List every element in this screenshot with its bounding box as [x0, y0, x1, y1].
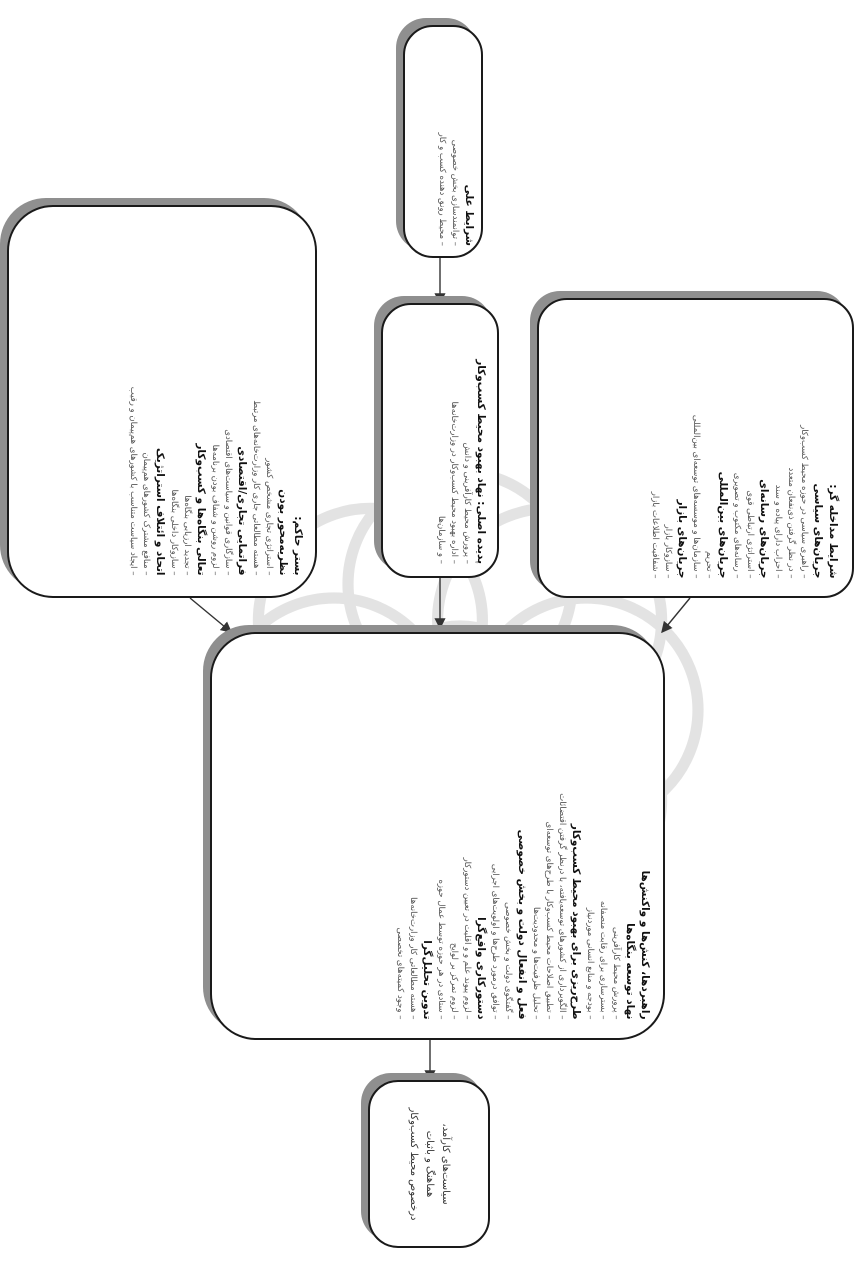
intervening-item: احزاب دارای پیاده و سند: [771, 318, 784, 579]
central-phenomenon-box: پدیده اصلی: نهاد بهبود محیط کسب‌وکار پرو…: [381, 303, 499, 578]
arrow-intervening-to-strategies: [661, 597, 691, 634]
intervening-group-title: جریان‌های بازار: [675, 499, 688, 579]
causal-conditions-box: شرایط علی توانمندسازی بخش خصوصی محیط رون…: [403, 25, 483, 258]
strategies-item: ستادی در هر حوزه توسط عمال حوزه: [434, 653, 447, 1020]
context-heading: بستر حاکم:: [292, 515, 304, 575]
intervening-group-title: جریان‌های سیاسی: [811, 483, 824, 579]
strategies-item: گفتگوی دولت و بخش خصوصی: [501, 653, 514, 1020]
causal-item: توانمندسازی بخش خصوصی: [448, 38, 461, 246]
context-item: منافع مشترک کشورهای هم‌پیمان: [139, 228, 152, 575]
consequences-line: سیاست‌های کارآمد،: [440, 1123, 451, 1205]
strategies-group-title: دستورکاری واقع‌گرا: [474, 917, 487, 1020]
context-item: استراتژی تجاری مشخص کشور: [262, 228, 275, 575]
context-item: تجدید ارزیابی بنگاه‌ها: [180, 228, 193, 575]
intervening-conditions-box: شرایط مداخله گر: جریان‌های سیاسی راهبری …: [537, 298, 854, 598]
strategies-box: راهبردها، کنش‌ها و واکنش‌ها نهاد توسعه ب…: [210, 632, 665, 1040]
context-item: هسته مطالعاتی جاری کار وزارت‌خانه‌های مر…: [249, 228, 262, 575]
context-item: سازوکار داخلی بنگاه‌ها: [167, 228, 180, 575]
strategies-item: لزوم پیوند علم و و اقلیت در تعیین دستورک…: [460, 653, 473, 1020]
intervening-item: رسانه‌های مکتوب و تصویری: [730, 318, 743, 579]
phenomenon-item: و سازمان‌ها: [434, 318, 447, 564]
consequences-line: درخصوص محیط کسب‌وکار: [408, 1107, 419, 1221]
context-item: ایجاد سیاست متناسب با کشورهای هم‌پیمان و…: [126, 228, 139, 575]
strategies-group-title: طرح‌ریزی برای بهبود محیط کسب‌وکار: [569, 823, 582, 1020]
phenomenon-item: اداره بهبود محیط کسب‌وکار در وزارت‌خانه‌…: [447, 318, 460, 564]
consequences-box: سیاست‌های کارآمد، هماهنگ و باثبات درخصوص…: [368, 1080, 490, 1248]
intervening-item: سازمان‌ها و موسسه‌های توسعه‌ای بین‌الملل…: [689, 318, 702, 579]
phenomenon-heading: پدیده اصلی: نهاد بهبود محیط کسب‌وکار: [475, 358, 487, 564]
intervening-item: شفافیت اطلاعات بازار: [648, 318, 661, 579]
context-item: لزوم روشن و شفاف بودن برنامه‌ها: [208, 228, 221, 575]
phenomenon-item: پرورش محیط کارآفرینی و دانش: [460, 318, 473, 564]
strategies-group-title: نهاد توسعه بنگاه‌ها: [623, 923, 636, 1020]
intervening-item: تحریم: [702, 318, 715, 579]
strategies-item: لزوم تمرکز بر لوایح: [447, 653, 460, 1020]
strategies-heading: راهبردها، کنش‌ها و واکنش‌ها: [638, 870, 651, 1020]
arrow-context-to-strategies: [189, 597, 233, 633]
context-group-title: تعالی بنگاه‌ها و کسب‌وکار: [195, 442, 207, 575]
context-group-title: فراتمایی تجاری/اقتصادی: [236, 445, 248, 575]
consequences-line: هماهنگ و باثبات: [424, 1130, 435, 1198]
intervening-item: سازوکار بازار: [661, 318, 674, 579]
context-box: بستر حاکم: نظریه‌محور بودن استراتژی تجار…: [7, 205, 317, 598]
strategies-group-title: فعل و انفعال دولت و بخش خصوصی: [515, 829, 528, 1020]
strategies-item: هسته مطالعاتی کار وزارت‌خانه‌ها: [406, 653, 419, 1020]
intervening-item: راهبری سیاسی در حوزه محیط کسب‌وکار: [797, 318, 810, 579]
intervening-item: در نظر گرفتن ذی‌نفعان متعدد: [784, 318, 797, 579]
strategies-item: بودجه و منابع انسانی موردنیاز: [583, 653, 596, 1020]
intervening-item: استراتژی ارتباطی قوی: [743, 318, 756, 579]
strategies-item: تحلیل ظرفیت‌ها و محدودیت‌ها: [529, 653, 542, 1020]
causal-item: محیط رونق دهنده کسب و کار: [435, 38, 448, 246]
strategies-item: تطبیق اصلاحات محیط کسب‌وکار با طرح‌های ت…: [542, 653, 555, 1020]
strategies-item: الگوبرداری از کشورهای توسعه‌یافته، با در…: [555, 653, 568, 1020]
context-item: سازگاری قوانین و سیاست‌های اقتصادی: [221, 228, 234, 575]
intervening-group-title: جریان‌های رسانه‌ای: [757, 479, 770, 579]
strategies-item: توافق درمورد طرح‌ها و اولویت‌های اجرایی: [488, 653, 501, 1020]
strategies-item: وجود کمیته‌های تخصصی: [393, 653, 406, 1020]
context-group-title: اتحاد و ائتلاف استراتژیک: [154, 447, 166, 575]
strategies-item: پرورش محیط کارآفرینی: [609, 653, 622, 1020]
strategies-group-title: تدوین تحلیل‌گرا: [420, 940, 433, 1020]
context-group-title: نظریه‌محور بودن: [277, 488, 289, 575]
intervening-heading: شرایط مداخله گر:: [826, 484, 839, 579]
strategies-item: بسترسازی برای رقابت منصفانه: [596, 653, 609, 1020]
intervening-group-title: جریان‌های بین‌المللی: [716, 471, 729, 579]
causal-heading: شرایط علی: [463, 184, 475, 246]
